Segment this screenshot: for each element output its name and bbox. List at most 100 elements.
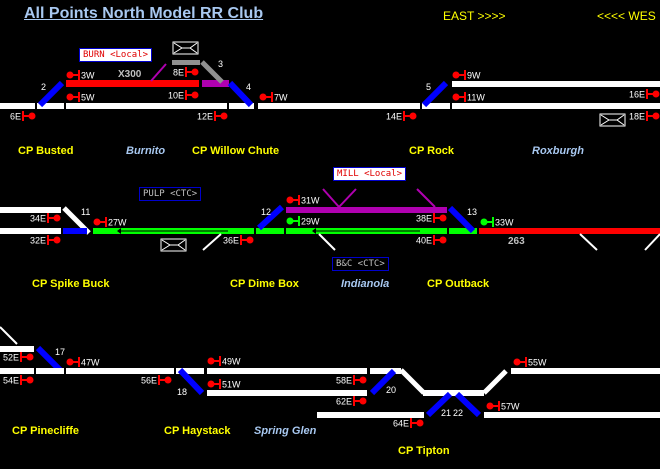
envelope-icon[interactable] (599, 113, 626, 127)
track-block[interactable] (452, 103, 660, 109)
switch-11[interactable] (63, 228, 87, 234)
signal-31W[interactable]: 31W (286, 195, 321, 206)
signal-16E[interactable]: 16E (629, 89, 660, 100)
signal-lamp[interactable] (652, 112, 660, 120)
signal-lamp[interactable] (220, 112, 228, 120)
track-block[interactable] (452, 81, 660, 87)
signal-lamp[interactable] (286, 196, 294, 204)
signal-64E[interactable]: 64E (393, 418, 424, 429)
track-block[interactable] (229, 103, 254, 109)
signal-56E[interactable]: 56E (141, 375, 172, 386)
routed-block[interactable] (449, 228, 477, 234)
signal-lamp[interactable] (486, 402, 494, 410)
signal-12E[interactable]: 12E (197, 111, 228, 122)
signal-lamp[interactable] (513, 358, 521, 366)
switch-18[interactable] (177, 367, 205, 396)
track-block[interactable] (207, 368, 367, 374)
signal-55W[interactable]: 55W (513, 357, 548, 368)
track-block[interactable] (176, 368, 204, 374)
signal-54E[interactable]: 54E (3, 375, 34, 386)
signal-32E[interactable]: 32E (30, 235, 61, 246)
occupied-block-x300[interactable] (66, 80, 199, 87)
signal-lamp[interactable] (452, 71, 460, 79)
signal-62E[interactable]: 62E (336, 396, 367, 407)
signal-lamp[interactable] (66, 358, 74, 366)
track-block[interactable] (258, 103, 420, 109)
track-block[interactable] (0, 346, 34, 352)
signal-33W[interactable]: 33W (480, 217, 515, 228)
switch-5[interactable] (421, 80, 449, 108)
signal-lamp[interactable] (191, 91, 199, 99)
pulp-ctc-panel[interactable]: PULP <CTC> (139, 187, 202, 201)
switch-22[interactable] (454, 391, 482, 418)
track-block[interactable] (207, 390, 367, 396)
track-block[interactable] (37, 103, 64, 109)
signal-lamp[interactable] (66, 93, 74, 101)
track-block[interactable] (66, 103, 227, 109)
signal-18E[interactable]: 18E (629, 111, 660, 122)
signal-11W[interactable]: 11W (452, 92, 486, 103)
signal-lamp[interactable] (93, 218, 101, 226)
train-id[interactable]: 263 (508, 236, 525, 247)
track-block[interactable] (36, 368, 64, 374)
track-block[interactable] (66, 368, 174, 374)
signal-49W[interactable]: 49W (207, 356, 242, 367)
signal-27W[interactable]: 27W (93, 217, 128, 228)
signal-lamp[interactable] (246, 236, 254, 244)
signal-5W[interactable]: 5W (66, 92, 96, 103)
signal-3W[interactable]: 3W (66, 70, 96, 81)
signal-52E[interactable]: 52E (3, 352, 34, 363)
switch-20[interactable] (369, 368, 397, 396)
switch-13[interactable] (447, 205, 476, 234)
switch-3-leg[interactable] (200, 60, 224, 84)
switch-12[interactable] (256, 204, 285, 231)
signal-51W[interactable]: 51W (207, 379, 242, 390)
track-block[interactable] (423, 390, 484, 396)
signal-57W[interactable]: 57W (486, 401, 521, 412)
signal-lamp[interactable] (53, 236, 61, 244)
signal-lamp[interactable] (26, 353, 34, 361)
signal-29W[interactable]: 29W (286, 216, 321, 227)
signal-6E[interactable]: 6E (10, 111, 36, 122)
switch-2[interactable] (37, 80, 65, 108)
signal-8E[interactable]: 8E (173, 67, 199, 78)
signal-10E[interactable]: 10E (168, 90, 199, 101)
signal-lamp[interactable] (409, 112, 417, 120)
signal-lamp[interactable] (439, 214, 447, 222)
signal-7W[interactable]: 7W (259, 92, 289, 103)
signal-lamp[interactable] (480, 218, 488, 226)
signal-lamp[interactable] (26, 376, 34, 384)
signal-lamp[interactable] (416, 419, 424, 427)
occupied-block-263[interactable] (479, 228, 660, 234)
crossover-leg[interactable] (482, 369, 508, 395)
signal-lamp[interactable] (207, 380, 215, 388)
signal-47W[interactable]: 47W (66, 357, 101, 368)
track-block[interactable] (511, 368, 660, 374)
local-track-block[interactable] (286, 207, 447, 213)
signal-34E[interactable]: 34E (30, 213, 61, 224)
mill-local-panel[interactable]: MILL <Local> (333, 167, 407, 181)
signal-58E[interactable]: 58E (336, 375, 367, 386)
switch-17[interactable] (35, 345, 64, 374)
bc-ctc-panel[interactable]: B&C <CTC> (332, 257, 389, 271)
train-id[interactable]: X300 (118, 69, 142, 80)
dark-siding-block[interactable] (172, 60, 200, 65)
track-block[interactable] (0, 207, 61, 213)
signal-lamp[interactable] (164, 376, 172, 384)
signal-lamp[interactable] (28, 112, 36, 120)
signal-lamp[interactable] (207, 357, 215, 365)
envelope-icon[interactable] (172, 41, 199, 55)
routed-block[interactable] (256, 228, 284, 234)
crossover-leg[interactable] (399, 368, 426, 395)
track-block[interactable] (422, 103, 450, 109)
track-block[interactable] (484, 412, 660, 418)
track-block[interactable] (0, 228, 61, 234)
signal-lamp[interactable] (191, 68, 199, 76)
signal-lamp[interactable] (259, 93, 267, 101)
signal-lamp[interactable] (452, 93, 460, 101)
local-track-block[interactable] (202, 80, 229, 87)
track-block[interactable] (317, 412, 424, 418)
signal-lamp[interactable] (359, 397, 367, 405)
signal-lamp[interactable] (286, 217, 294, 225)
burn-local-panel[interactable]: BURN <Local> (79, 48, 153, 62)
